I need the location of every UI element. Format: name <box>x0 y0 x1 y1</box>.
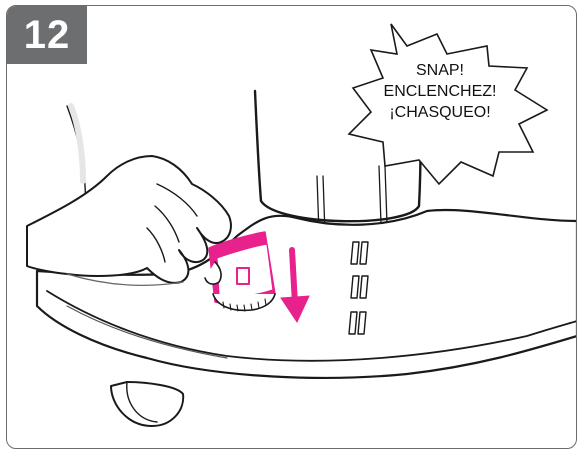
burst-line-en: SNAP! <box>415 62 464 79</box>
down-arrow-icon <box>280 247 310 324</box>
burst-line-fr: ENCLENCHEZ! <box>383 83 497 100</box>
assembly-illustration <box>26 23 576 427</box>
sound-burst-text: SNAP! ENCLENCHEZ! ¡CHASQUEO! <box>365 60 515 123</box>
slot-marks <box>348 241 369 335</box>
wheel <box>110 381 185 427</box>
hand <box>26 155 232 284</box>
step-number-badge: 12 <box>7 6 87 64</box>
burst-line-es: ¡CHASQUEO! <box>389 104 491 121</box>
base-platform <box>35 208 576 379</box>
illustration-frame: 12 SNAP! ENCLENCHEZ! ¡CHASQUEO! <box>6 5 577 449</box>
sound-burst-shape <box>347 23 549 186</box>
